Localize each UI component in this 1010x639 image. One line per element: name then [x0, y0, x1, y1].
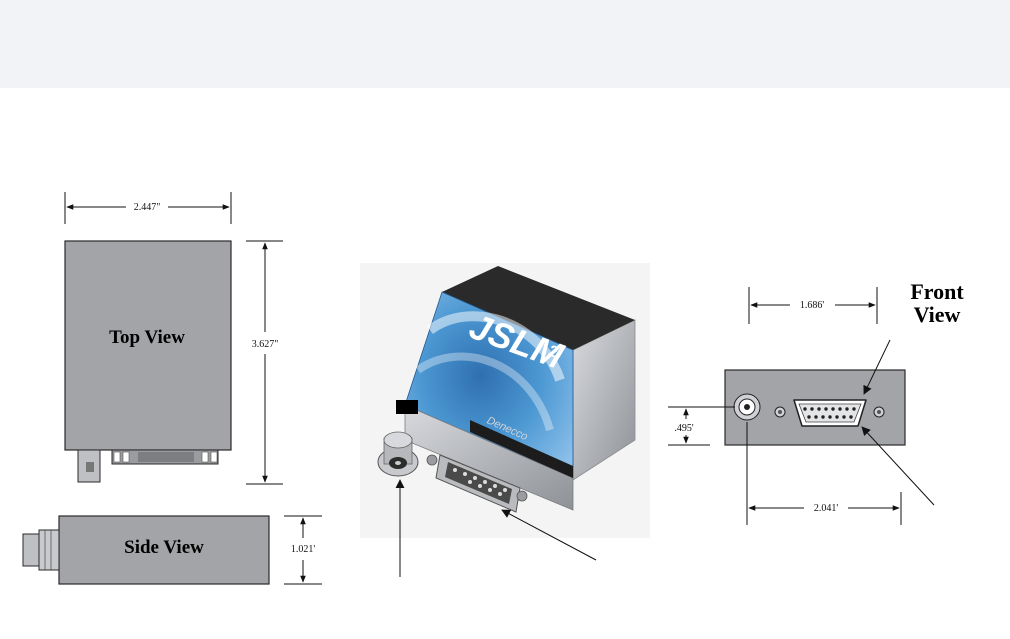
- side-view-drawing: Side View 1.021': [23, 516, 322, 584]
- front-span-label: 1.686': [800, 300, 825, 311]
- front-view-drawing: Front View 1.686' .495': [668, 279, 964, 525]
- front-height-label: .495': [674, 423, 694, 434]
- indicator-block: [396, 400, 418, 414]
- top-width-label: 2.447": [134, 202, 161, 213]
- side-height-label: 1.021': [291, 544, 316, 555]
- top-view-drawing: 2.447" Top View 3.627": [65, 192, 283, 484]
- top-length-label: 3.627": [252, 339, 279, 350]
- side-view-label: Side View: [124, 537, 204, 558]
- front-view-label-line1: Front: [910, 279, 964, 304]
- product-photo: JSLM 2 Denecco: [360, 263, 650, 577]
- front-view-label-line2: View: [914, 302, 961, 327]
- top-view-label: Top View: [109, 327, 185, 348]
- bnc-connector-photo: [378, 432, 418, 476]
- front-width-label: 2.041': [814, 503, 839, 514]
